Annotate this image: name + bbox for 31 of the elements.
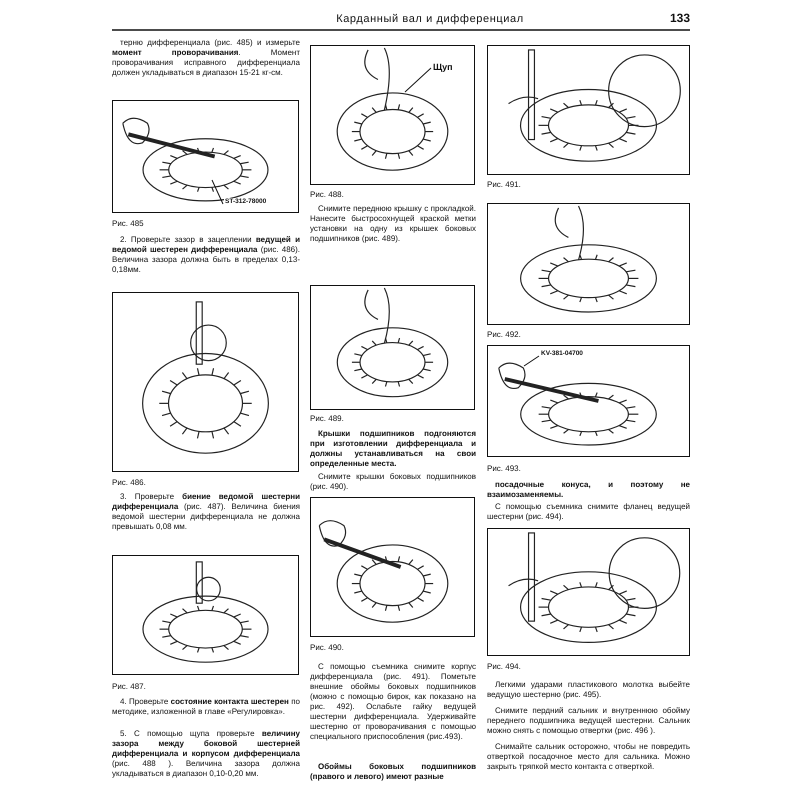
paragraph: С помощью съемника снимите фланец ведущей шестерни (рис. 494). [487, 502, 690, 522]
paragraph: Обоймы боковых подшипников (правого и левого) имеют разные [310, 762, 476, 782]
figure-caption: Рис. 489. [310, 414, 345, 424]
paragraph: 3. Проверьте биение ведомой шестерни дифференциала (рис. 487). Величина биения ведомой шестерни дифференциала не должна превышать 0,08 мм. [112, 492, 300, 532]
figure-caption: Рис. 488. [310, 190, 345, 200]
figure-caption: Рис. 493. [487, 464, 522, 474]
paragraph: посадочные конуса, и поэтому не взаимозаменяемы. [487, 480, 690, 500]
figure-caption: Рис. 494. [487, 662, 522, 672]
paragraph: 5. С помощью щупа проверьте величину зазора между боковой шестерней дифференциала и корпусом дифференциала (рис. 488 ). Величина зазора должна укладываться в диапазон 0,10-0,20 мм. [112, 729, 300, 779]
paragraph: Снимите крышки боковых подшипников (рис. 490). [310, 472, 476, 492]
paragraph: 2. Проверьте зазор в зацеплении ведущей и ведомой шестерен дифференциала (рис. 486). Величина зазора должна быть в пределах 0,13-0,18мм. [112, 235, 300, 275]
leader-line [212, 180, 224, 204]
callout-label: Щуп [432, 62, 454, 72]
leader-line [524, 356, 540, 366]
figure-caption: Рис. 486. [112, 478, 147, 488]
figure-caption: Рис. 487. [112, 682, 147, 692]
paragraph: Легкими ударами пластикового молотка выбейте ведущую шестерню (рис. 495). [487, 680, 690, 700]
figure-caption: Рис. 485 [112, 219, 145, 229]
paragraph: Крышки подшипников подгоняются при изготовлении дифференциала и должны устанавливаться на свои определенные места. [310, 429, 476, 469]
paragraph: 4. Проверьте состояние контакта шестерен по методике, изложенной в главе «Регулировка». [112, 697, 300, 717]
leader-line [404, 68, 432, 92]
running-header: Карданный вал и дифференциал [335, 14, 525, 24]
figure-caption: Рис. 492. [487, 330, 522, 340]
paragraph: С помощью съемника снимите корпус дифференциала (рис. 491). Пометьте внешние обоймы боковых подшипников (можно с помощью бирок, как показано на рис. 492). Ослабьте гайку ведущей шестерни дифференциала. Удерживайте шестерню от проворачивания с помощью специального приспособления (рис.493). [310, 662, 476, 742]
figure-caption: Рис. 491. [487, 180, 522, 190]
page-number: 133 [668, 13, 690, 23]
paragraph: Снимите пердний сальник и внутреннюю обойму переднего подшипника ведущей шестерни. Сальник можно снять с помощью отвертки (рис. 496 ). [487, 706, 690, 736]
paragraph: Снимайте сальник осторожно, чтобы не повредить отверткой посадочное место для сальника. Можно закрыть тряпкой место контакта с отверткой. [487, 742, 690, 772]
paragraph: Снимите переднюю крышку с прокладкой. Нанесите быстросохнущей краской метки установки на одну из крышек боковых подшипников (рис. 489). [310, 204, 476, 244]
paragraph: терню дифференциала (рис. 485) и измерьте момент проворачивания. Момент проворачивания исправного дифференциала должен укладываться в диапазон 15-21 кг-см. [112, 38, 300, 78]
figure-caption: Рис. 490. [310, 643, 345, 653]
